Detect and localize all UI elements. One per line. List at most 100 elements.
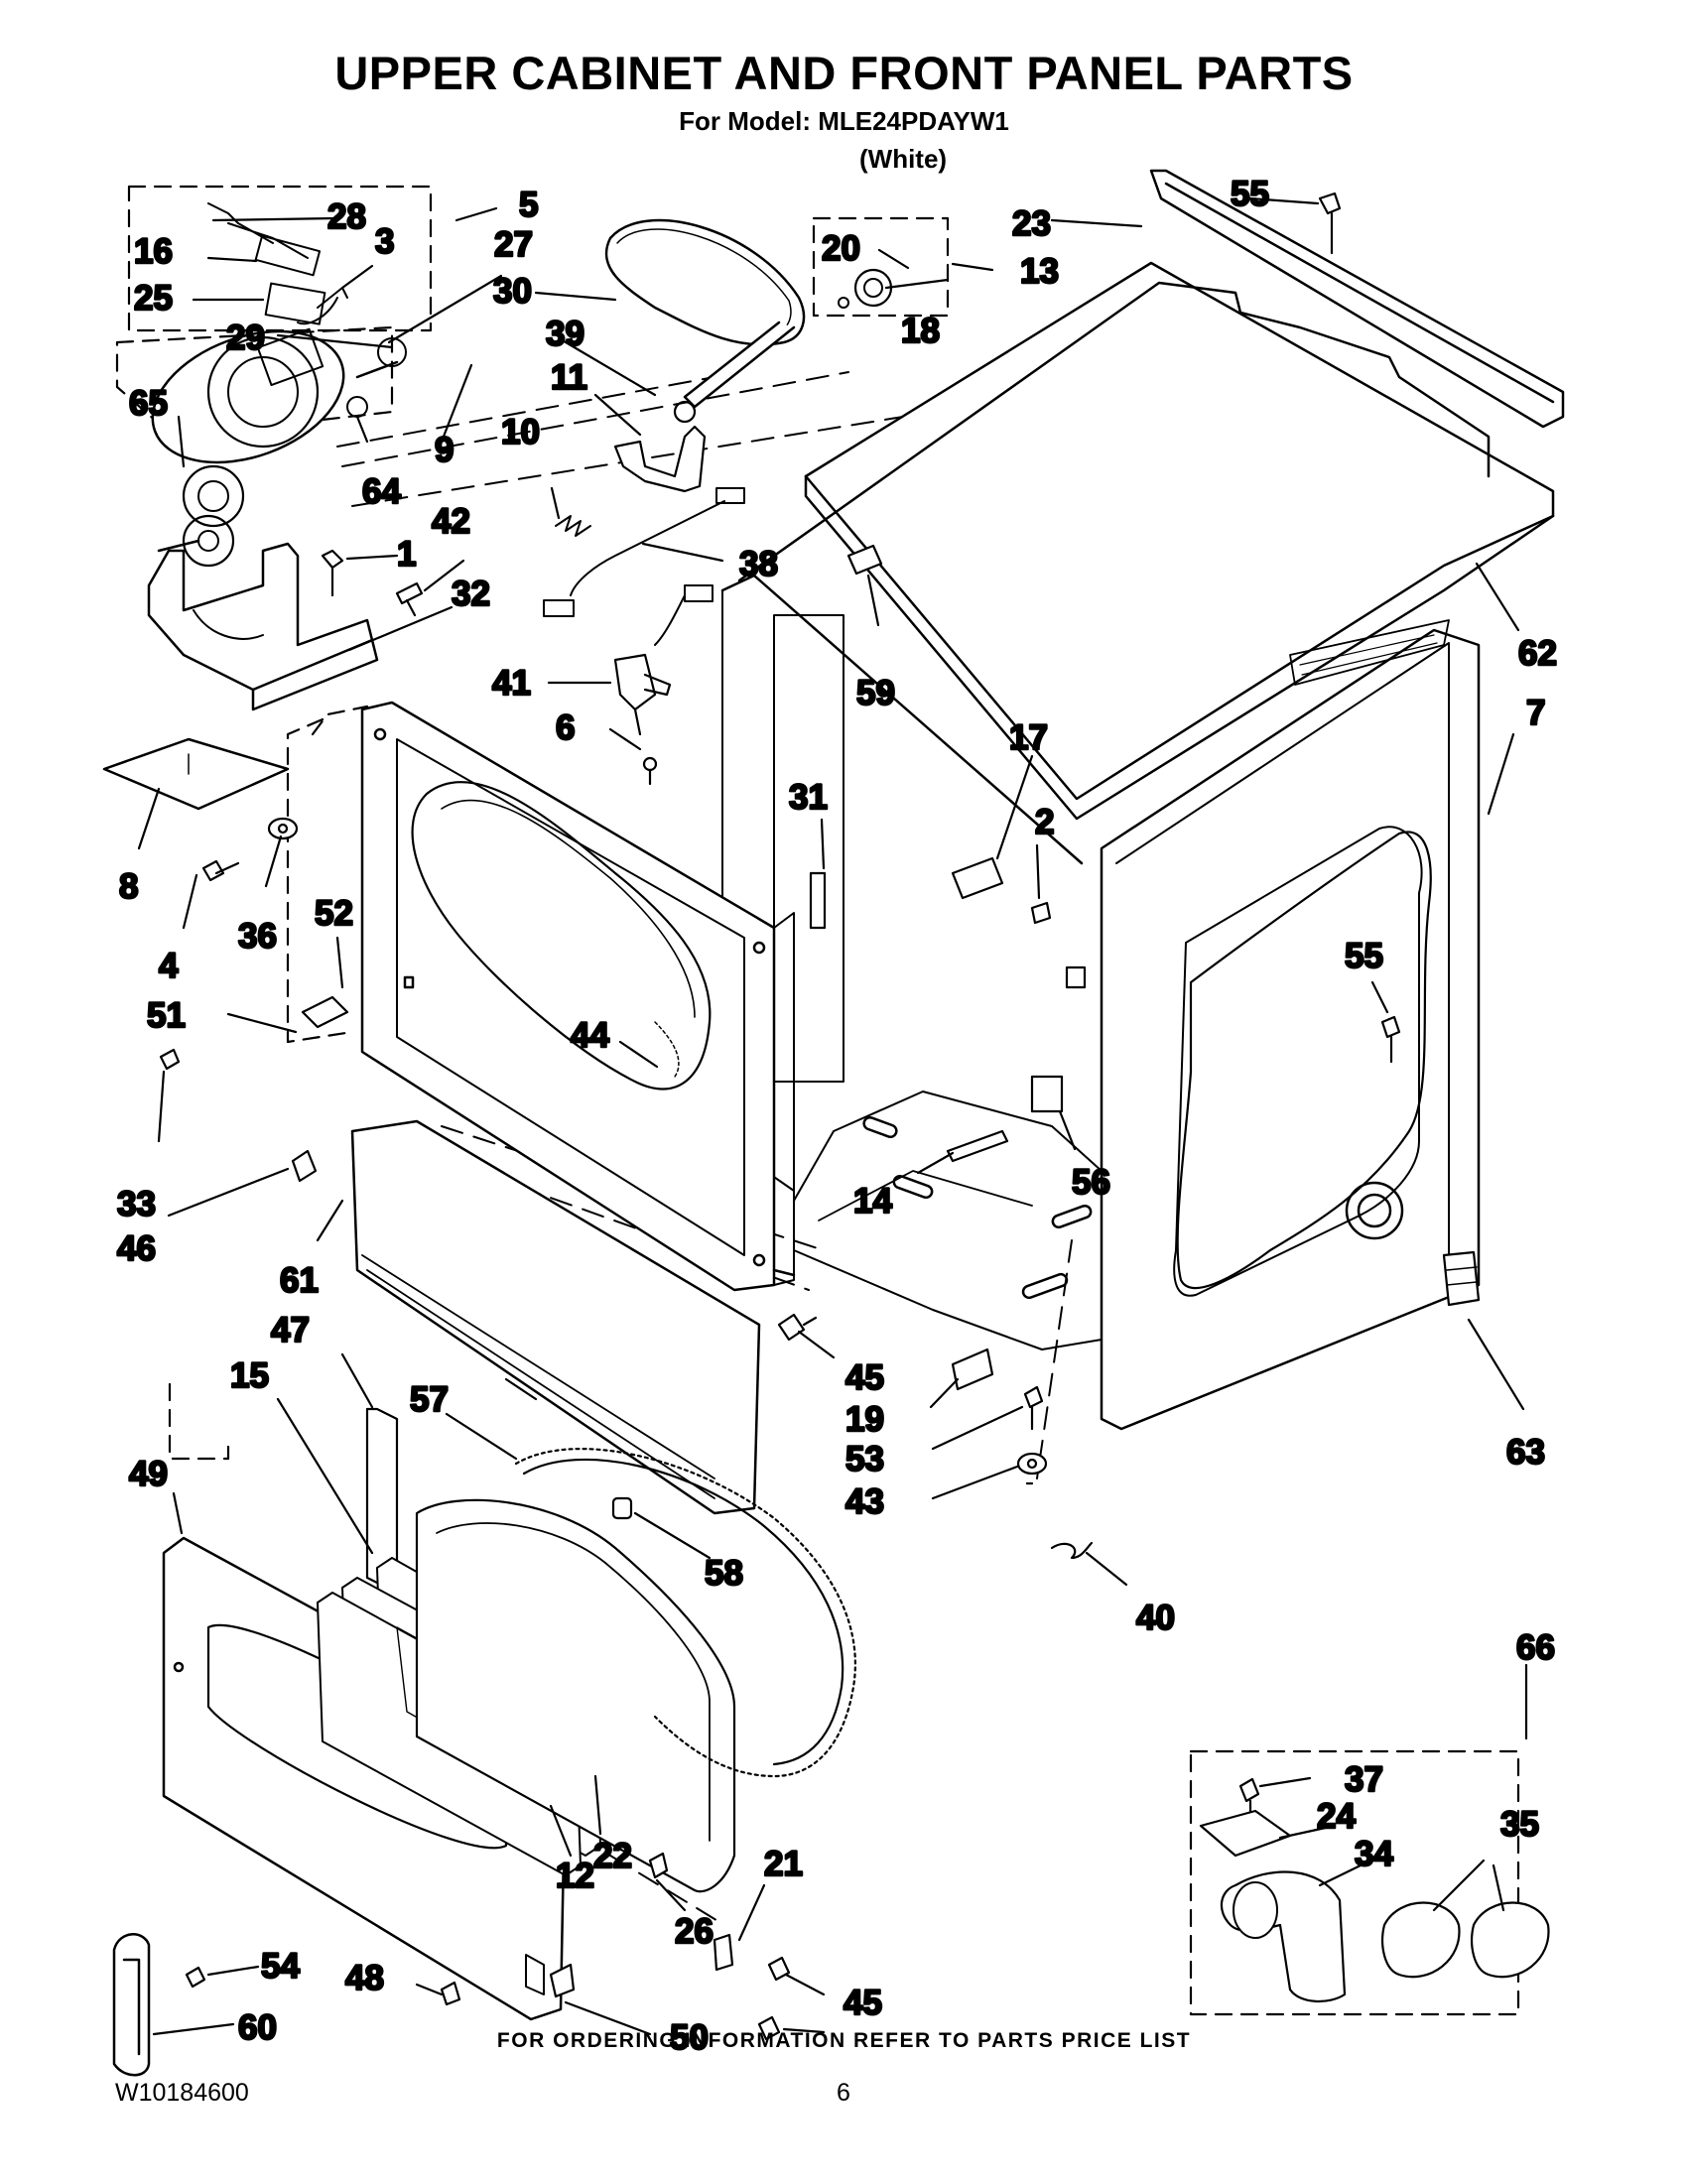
callout-40: 40 — [1136, 1599, 1175, 1637]
callout-39: 39 — [546, 315, 584, 353]
callout-35: 35 — [1500, 1805, 1539, 1844]
callout-55a: 55 — [1231, 175, 1269, 213]
callout-15: 15 — [230, 1356, 269, 1395]
callout-61: 61 — [280, 1261, 319, 1300]
callout-28: 28 — [327, 197, 366, 236]
callout-20: 20 — [822, 229, 860, 268]
leader-lines — [137, 196, 1528, 2036]
callout-14: 14 — [853, 1182, 892, 1220]
rear-panel — [737, 281, 1491, 582]
top-cover — [804, 261, 1555, 821]
callout-45a: 45 — [845, 1358, 884, 1397]
callout-13: 13 — [1020, 252, 1059, 291]
callout-7: 7 — [1526, 694, 1545, 732]
document-number: W10184600 — [115, 2079, 249, 2107]
callout-41: 41 — [492, 664, 531, 703]
callout-12: 12 — [556, 1857, 594, 1895]
callout-21: 21 — [764, 1845, 803, 1883]
callout-30: 30 — [493, 272, 532, 311]
insulation-pad — [102, 737, 290, 811]
callout-9: 9 — [435, 431, 454, 469]
callout-27: 27 — [494, 225, 533, 264]
callout-52: 52 — [315, 894, 353, 933]
callout-46: 46 — [117, 1229, 156, 1268]
callout-32: 32 — [452, 575, 490, 613]
callout-22: 22 — [593, 1837, 632, 1875]
group-box-60 — [168, 1382, 230, 1461]
callout-59: 59 — [856, 674, 895, 712]
rear-rail — [1149, 169, 1565, 429]
front-seal — [654, 1021, 680, 1078]
callout-65: 65 — [129, 384, 168, 423]
drive-motor — [151, 327, 407, 568]
cabinet — [720, 574, 1481, 1431]
page-title: UPPER CABINET AND FRONT PANEL PARTS — [334, 47, 1354, 99]
callout-3: 3 — [375, 222, 394, 261]
callout-labels: 1 2 3 4 5 6 7 8 9 10 11 12 13 14 15 16 1… — [116, 174, 1558, 2059]
group-box-51 — [286, 717, 354, 1044]
idler-spring — [555, 515, 591, 537]
front-panel — [360, 701, 796, 1292]
door-outer-panel — [162, 1536, 568, 2021]
callout-43: 43 — [845, 1482, 884, 1521]
callout-6: 6 — [556, 708, 575, 747]
callout-10: 10 — [501, 413, 540, 451]
callout-19: 19 — [845, 1400, 884, 1439]
callout-24: 24 — [1317, 1797, 1356, 1836]
callout-54: 54 — [261, 1947, 300, 1986]
callout-2: 2 — [1035, 803, 1054, 841]
group-box-13 — [812, 216, 950, 318]
callout-45b: 45 — [844, 1984, 882, 2022]
callout-58: 58 — [705, 1554, 743, 1593]
callout-49: 49 — [129, 1455, 168, 1493]
callout-5: 5 — [519, 186, 538, 224]
door-hinge-parts — [549, 1496, 734, 1998]
callout-48: 48 — [345, 1959, 384, 1997]
drive-belt — [604, 218, 806, 409]
callout-42: 42 — [432, 502, 470, 541]
callout-36: 36 — [238, 917, 277, 956]
callout-57: 57 — [410, 1380, 449, 1419]
callout-64: 64 — [362, 472, 401, 511]
callout-26: 26 — [675, 1912, 714, 1951]
callout-1: 1 — [397, 535, 416, 574]
callout-63: 63 — [1506, 1433, 1545, 1472]
callout-50: 50 — [670, 2018, 709, 2057]
door-handle — [112, 1933, 151, 2077]
callout-55b: 55 — [1345, 937, 1383, 975]
callout-51: 51 — [147, 996, 186, 1035]
callout-29: 29 — [226, 319, 265, 357]
switch-assembly — [207, 202, 348, 325]
callout-17: 17 — [1009, 718, 1048, 757]
ordering-note: FOR ORDERING INFORMATION REFER TO PARTS … — [496, 2029, 1192, 2052]
callout-66: 66 — [1516, 1628, 1555, 1667]
callout-60: 60 — [238, 2008, 277, 2047]
callout-4: 4 — [159, 947, 179, 985]
callout-23: 23 — [1012, 204, 1051, 243]
callout-11: 11 — [551, 358, 587, 397]
door-gasket — [514, 1448, 856, 1778]
callout-53: 53 — [845, 1440, 884, 1478]
callout-44: 44 — [571, 1016, 609, 1055]
callout-34: 34 — [1355, 1835, 1393, 1873]
motor-bracket — [147, 542, 379, 711]
callout-47: 47 — [271, 1311, 310, 1349]
callout-25: 25 — [134, 279, 173, 318]
model-line: For Model: MLE24PDAYW1 — [679, 106, 1009, 136]
toe-panel — [350, 1119, 761, 1515]
callout-37: 37 — [1345, 1760, 1383, 1799]
callout-16: 16 — [134, 232, 173, 271]
group-box-66 — [1189, 1749, 1520, 2016]
callout-56: 56 — [1072, 1163, 1110, 1202]
wire-harness — [543, 487, 745, 646]
bracket-line — [311, 705, 369, 736]
callout-33: 33 — [117, 1185, 156, 1223]
page-number: 6 — [837, 2079, 850, 2107]
callout-62: 62 — [1518, 634, 1557, 673]
callout-18: 18 — [901, 312, 940, 350]
model-variant: (White) — [859, 144, 948, 174]
fasteners — [159, 192, 1481, 2041]
exhaust-kit — [1199, 1777, 1550, 2003]
door-inner-liner — [415, 1498, 736, 1893]
